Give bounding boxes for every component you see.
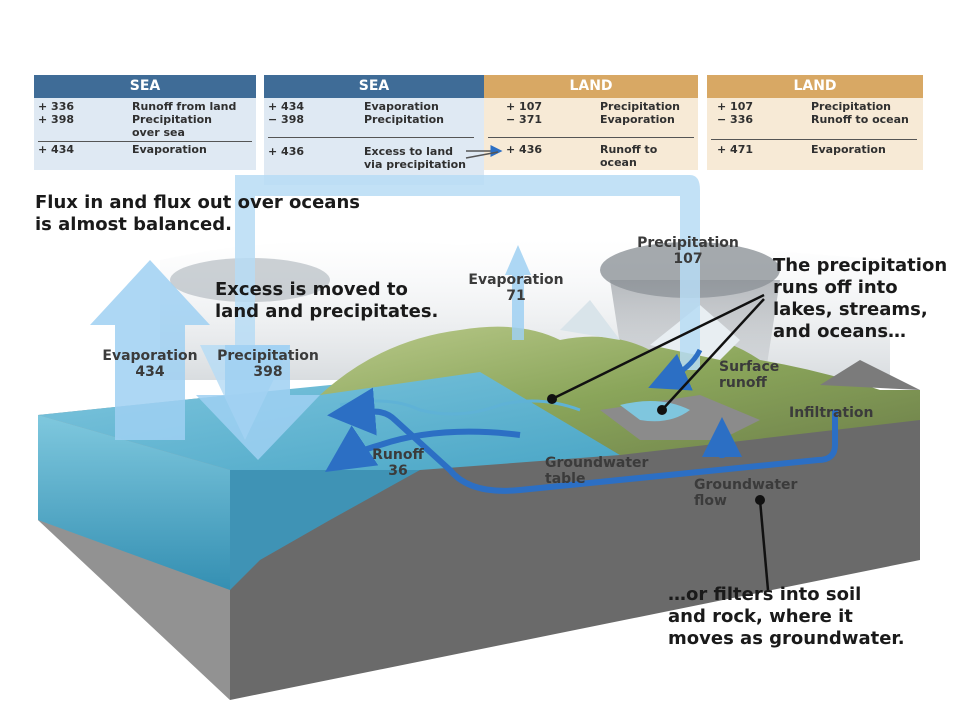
groundwater-caption: …or filters into soil and rock, where it…	[668, 584, 905, 649]
table-value: + 436	[268, 145, 305, 158]
pointer-line	[551, 293, 765, 401]
land-table-2: LAND + 107 Precipitation − 336 Runoff to…	[707, 75, 923, 170]
table-value: − 336	[717, 113, 754, 126]
precipitation-runoff-caption: The precipitation runs off into lakes, s…	[773, 255, 948, 342]
runoff-arrow	[325, 425, 521, 472]
table-value: + 436	[506, 143, 543, 156]
table-label: Excess to land via precipitation	[364, 145, 466, 171]
precipitation-land-label: Precipitation 107	[637, 235, 739, 267]
surface-runoff-arrow	[648, 348, 703, 391]
table-value: + 107	[717, 100, 754, 113]
pointer-dot	[657, 405, 667, 415]
divider	[488, 137, 694, 138]
land-table-1: LAND + 107 Precipitation − 371 Evaporati…	[484, 75, 698, 170]
groundwater-flow-label: Groundwater flow	[694, 477, 798, 509]
groundwater-flow-arrow	[327, 387, 838, 494]
table-header: LAND	[707, 75, 923, 98]
table-header: LAND	[484, 75, 698, 98]
table-label: Precipitation	[364, 113, 444, 126]
table-label: Runoff from land	[132, 100, 237, 113]
runoff-label: Runoff 36	[372, 447, 424, 479]
table-label: Evaporation	[811, 143, 886, 156]
table-label: Evaporation	[364, 100, 439, 113]
evaporation-sea-label: Evaporation 434	[102, 348, 198, 380]
precipitation-sea-arrow	[196, 345, 320, 460]
table-value: + 434	[268, 100, 305, 113]
precipitation-sea-label: Precipitation 398	[217, 348, 319, 380]
table-label: Runoff to ocean	[600, 143, 658, 169]
evaporation-sea-arrow	[90, 260, 210, 440]
table-value: + 398	[38, 113, 75, 126]
evaporation-land-arrow	[505, 245, 531, 340]
table-label: Evaporation	[132, 143, 207, 156]
infiltration-label: Infiltration	[789, 405, 874, 421]
groundwater-table-label: Groundwater table	[545, 455, 649, 487]
table-value: + 471	[717, 143, 754, 156]
connector-line	[465, 151, 499, 159]
lake	[620, 401, 690, 422]
flux-balance-caption: Flux in and flux out over oceans is almo…	[35, 192, 360, 235]
table-header: SEA	[34, 75, 256, 98]
pointer-line	[661, 298, 765, 411]
table-value: + 336	[38, 100, 75, 113]
table-value: − 371	[506, 113, 543, 126]
sea-table-1: SEA + 336 Runoff from land + 398 Precipi…	[34, 75, 256, 170]
table-label: Evaporation	[600, 113, 675, 126]
evaporation-land-label: Evaporation 71	[468, 272, 564, 304]
table-value: + 434	[38, 143, 75, 156]
table-label: Runoff to ocean	[811, 113, 909, 126]
table-label: Precipitation over sea	[132, 113, 212, 139]
surface-runoff-label: Surface runoff	[719, 359, 780, 391]
divider	[268, 137, 474, 138]
table-value: − 398	[268, 113, 305, 126]
river	[339, 399, 581, 416]
land-surface	[320, 326, 920, 455]
pointer-line	[758, 499, 770, 591]
excess-caption: Excess is moved to land and precipitates…	[215, 279, 439, 322]
pointer-dot	[547, 394, 557, 404]
sea-table-2: SEA + 434 Evaporation − 398 Precipitatio…	[264, 75, 484, 185]
pointer-dot	[755, 495, 765, 505]
divider	[38, 141, 252, 142]
table-value: + 107	[506, 100, 543, 113]
sea-front-right	[230, 470, 420, 590]
table-header: SEA	[264, 75, 484, 98]
mountain-peak	[560, 300, 620, 340]
sea-front	[38, 415, 230, 590]
table-label: Precipitation	[811, 100, 891, 113]
gray-ridge	[820, 360, 920, 390]
table-label: Precipitation	[600, 100, 680, 113]
divider	[711, 139, 917, 140]
